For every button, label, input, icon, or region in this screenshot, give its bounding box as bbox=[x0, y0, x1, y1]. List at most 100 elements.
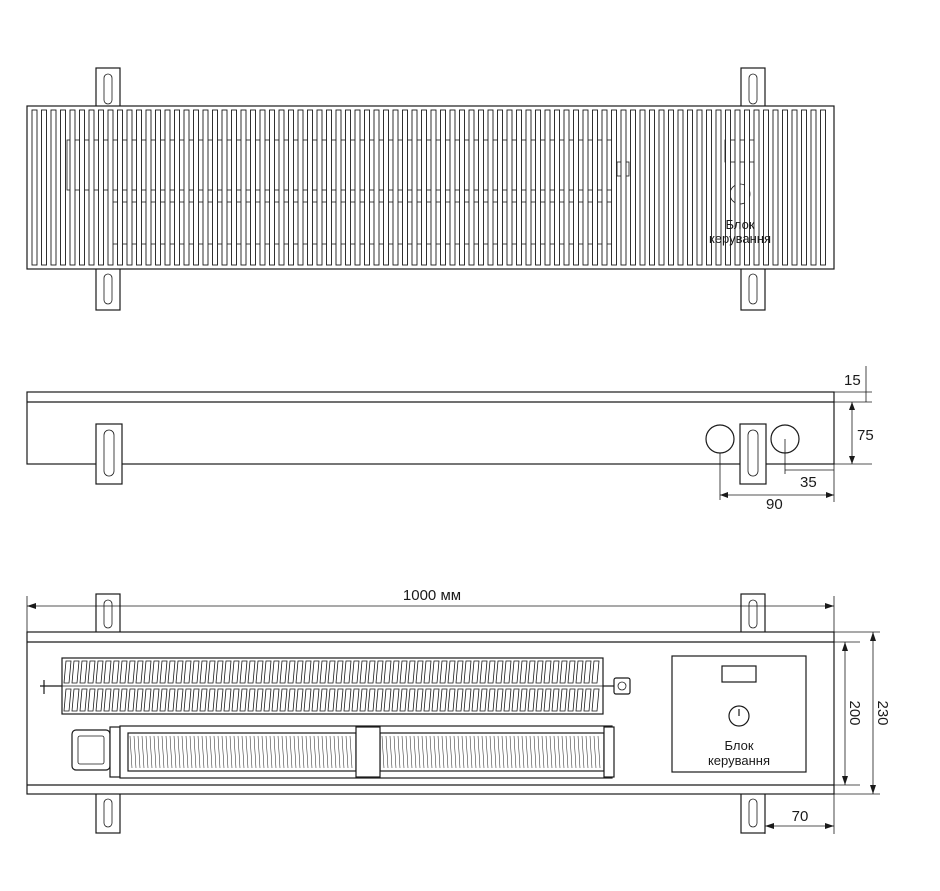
fan-blade bbox=[489, 735, 493, 769]
grille-bar bbox=[174, 109, 180, 266]
fin bbox=[175, 660, 184, 684]
fan-blade bbox=[413, 735, 417, 769]
fan-blade bbox=[537, 735, 541, 769]
fin bbox=[119, 688, 128, 712]
grille-bar bbox=[335, 109, 342, 266]
fin bbox=[255, 660, 264, 684]
fan-blade bbox=[505, 735, 509, 769]
fin bbox=[407, 688, 416, 712]
fin bbox=[543, 688, 552, 712]
grille-bar bbox=[373, 109, 380, 266]
fin bbox=[79, 660, 88, 684]
fin bbox=[183, 688, 192, 712]
control-unit-label-2: керування bbox=[708, 753, 770, 768]
fan-blade bbox=[597, 735, 601, 769]
fin bbox=[167, 660, 176, 684]
fan-blade bbox=[205, 735, 209, 769]
fan-blade bbox=[553, 735, 557, 769]
fan-blade bbox=[533, 735, 537, 769]
fin bbox=[95, 688, 104, 712]
fin bbox=[199, 688, 208, 712]
fin bbox=[271, 688, 280, 712]
fan-blade bbox=[521, 735, 525, 769]
fan-blade bbox=[585, 735, 589, 769]
fan-blade bbox=[381, 735, 385, 769]
fin bbox=[263, 688, 272, 712]
dim-75-label: 75 bbox=[857, 427, 874, 444]
fan-blade bbox=[293, 735, 297, 769]
fan-blade bbox=[169, 735, 173, 769]
fin bbox=[423, 688, 432, 712]
fin bbox=[575, 660, 584, 684]
fin bbox=[151, 688, 160, 712]
fin bbox=[143, 688, 152, 712]
fan-blade bbox=[417, 735, 421, 769]
fan-blade bbox=[181, 735, 185, 769]
fin bbox=[431, 660, 440, 684]
fin bbox=[351, 688, 360, 712]
plan-bracket-bottom-left bbox=[95, 792, 121, 834]
fin bbox=[527, 688, 536, 712]
fin bbox=[87, 660, 96, 684]
fan-blade bbox=[193, 735, 197, 769]
grille-bar bbox=[639, 109, 646, 266]
fin bbox=[135, 688, 144, 712]
grille-bar bbox=[649, 109, 655, 266]
fan-blade bbox=[593, 735, 597, 769]
fan-blade bbox=[453, 735, 457, 769]
fin bbox=[455, 688, 464, 712]
grille-bar bbox=[554, 109, 560, 266]
grille-bar bbox=[449, 109, 456, 266]
fan-blade bbox=[465, 735, 469, 769]
fin bbox=[487, 660, 496, 684]
fin bbox=[527, 660, 536, 684]
side-bracket-right bbox=[739, 423, 767, 485]
fan-blade bbox=[449, 735, 453, 769]
grille-bar bbox=[421, 109, 427, 266]
grille-bar bbox=[69, 109, 76, 266]
fin bbox=[279, 660, 288, 684]
fan-blade bbox=[329, 735, 333, 769]
fin bbox=[503, 660, 512, 684]
fan-blade bbox=[165, 735, 169, 769]
fan-blade bbox=[573, 735, 577, 769]
fan-blade bbox=[549, 735, 553, 769]
grille-bar bbox=[392, 109, 399, 266]
grille-bar bbox=[734, 109, 741, 266]
grille-bar bbox=[468, 109, 475, 266]
fan-blade bbox=[265, 735, 269, 769]
fan-center-bearing bbox=[355, 726, 381, 778]
fan-blade bbox=[281, 735, 285, 769]
fin bbox=[207, 688, 216, 712]
grille-bar bbox=[136, 109, 142, 266]
fan-end-right bbox=[603, 726, 615, 778]
fin bbox=[295, 688, 304, 712]
fin bbox=[535, 660, 544, 684]
grille-bar bbox=[782, 109, 788, 266]
fin bbox=[311, 688, 320, 712]
grille-bar bbox=[164, 109, 171, 266]
grille-bar bbox=[326, 109, 332, 266]
grille-bar bbox=[259, 109, 266, 266]
fan-blade bbox=[445, 735, 449, 769]
fin bbox=[391, 660, 400, 684]
grille-bar bbox=[231, 109, 237, 266]
fin bbox=[519, 688, 528, 712]
fin bbox=[159, 660, 168, 684]
fan-blade bbox=[305, 735, 309, 769]
fan-blade bbox=[177, 735, 181, 769]
fin bbox=[71, 688, 80, 712]
fan-blade bbox=[333, 735, 337, 769]
fin bbox=[175, 688, 184, 712]
fin bbox=[583, 688, 592, 712]
fin bbox=[383, 688, 392, 712]
fin bbox=[503, 688, 512, 712]
grille-bar bbox=[145, 109, 152, 266]
fin bbox=[487, 688, 496, 712]
fan-blade bbox=[493, 735, 497, 769]
fan-blade bbox=[221, 735, 225, 769]
grille-bar bbox=[601, 109, 608, 266]
grille-bar bbox=[430, 109, 437, 266]
grille-bar bbox=[88, 109, 95, 266]
fin bbox=[79, 688, 88, 712]
